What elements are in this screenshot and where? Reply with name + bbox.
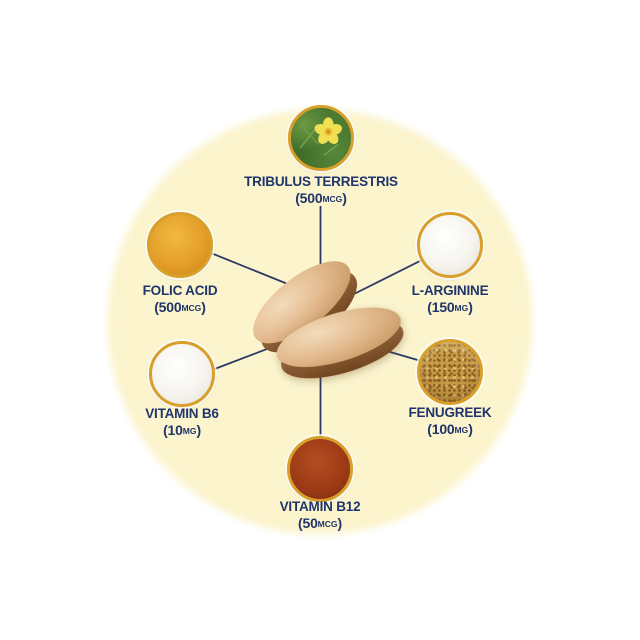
dose-close: ) xyxy=(342,189,347,206)
ingredient-dose: (500MCG) xyxy=(211,189,431,206)
ingredient-name: VITAMIN B6 xyxy=(145,406,219,421)
l-arginine-powder-swatch xyxy=(417,212,483,278)
dose-unit: MG xyxy=(182,425,197,436)
ingredient-label-vitamin-b12: VITAMIN B12 (50MCG) xyxy=(210,499,430,531)
dose-value: (500 xyxy=(295,189,323,206)
ingredient-dose: (150MG) xyxy=(340,298,560,315)
fenugreek-seeds-swatch xyxy=(417,339,483,405)
ingredient-dose: (100MG) xyxy=(340,420,560,437)
dose-unit: MCG xyxy=(181,302,202,313)
dose-value: (150 xyxy=(427,298,455,315)
ingredient-name: VITAMIN B12 xyxy=(279,499,361,514)
ingredient-dose: (50MCG) xyxy=(210,514,430,531)
ingredient-dose: (500MCG) xyxy=(70,298,290,315)
folic-acid-powder-swatch xyxy=(147,212,213,278)
ingredient-name: L-ARGININE xyxy=(411,283,489,298)
dose-value: (500 xyxy=(154,298,182,315)
vitamin-b12-powder-swatch xyxy=(287,436,353,502)
ingredient-label-folic-acid: FOLIC ACID (500MCG) xyxy=(70,283,290,315)
tribulus-plant-photo xyxy=(288,105,354,171)
ingredient-name: FOLIC ACID xyxy=(142,283,218,298)
ingredient-label-tribulus: TRIBULUS TERRESTRIS (500MCG) xyxy=(211,174,431,206)
ingredient-dose: (10MG) xyxy=(72,421,292,438)
dose-unit: MCG xyxy=(322,193,343,204)
ingredient-label-fenugreek: FENUGREEK (100MG) xyxy=(340,405,560,437)
dose-close: ) xyxy=(468,420,473,437)
ingredient-label-vitamin-b6: VITAMIN B6 (10MG) xyxy=(72,406,292,438)
ingredient-name: TRIBULUS TERRESTRIS xyxy=(244,174,398,189)
dose-unit: MG xyxy=(454,302,469,313)
dose-close: ) xyxy=(337,514,343,531)
dose-close: ) xyxy=(196,421,201,438)
dose-unit: MCG xyxy=(317,518,338,529)
ingredient-label-l-arginine: L-ARGININE (150MG) xyxy=(340,283,560,315)
dose-close: ) xyxy=(201,298,206,315)
ingredient-name: FENUGREEK xyxy=(408,405,492,420)
dose-unit: MG xyxy=(454,424,469,435)
dose-value: (100 xyxy=(427,420,455,437)
yellow-flower-icon xyxy=(299,117,343,156)
dose-value: (10 xyxy=(163,421,183,438)
vitamin-b6-powder-swatch xyxy=(149,341,215,407)
dose-value: (50 xyxy=(298,514,318,531)
dose-close: ) xyxy=(468,298,473,315)
